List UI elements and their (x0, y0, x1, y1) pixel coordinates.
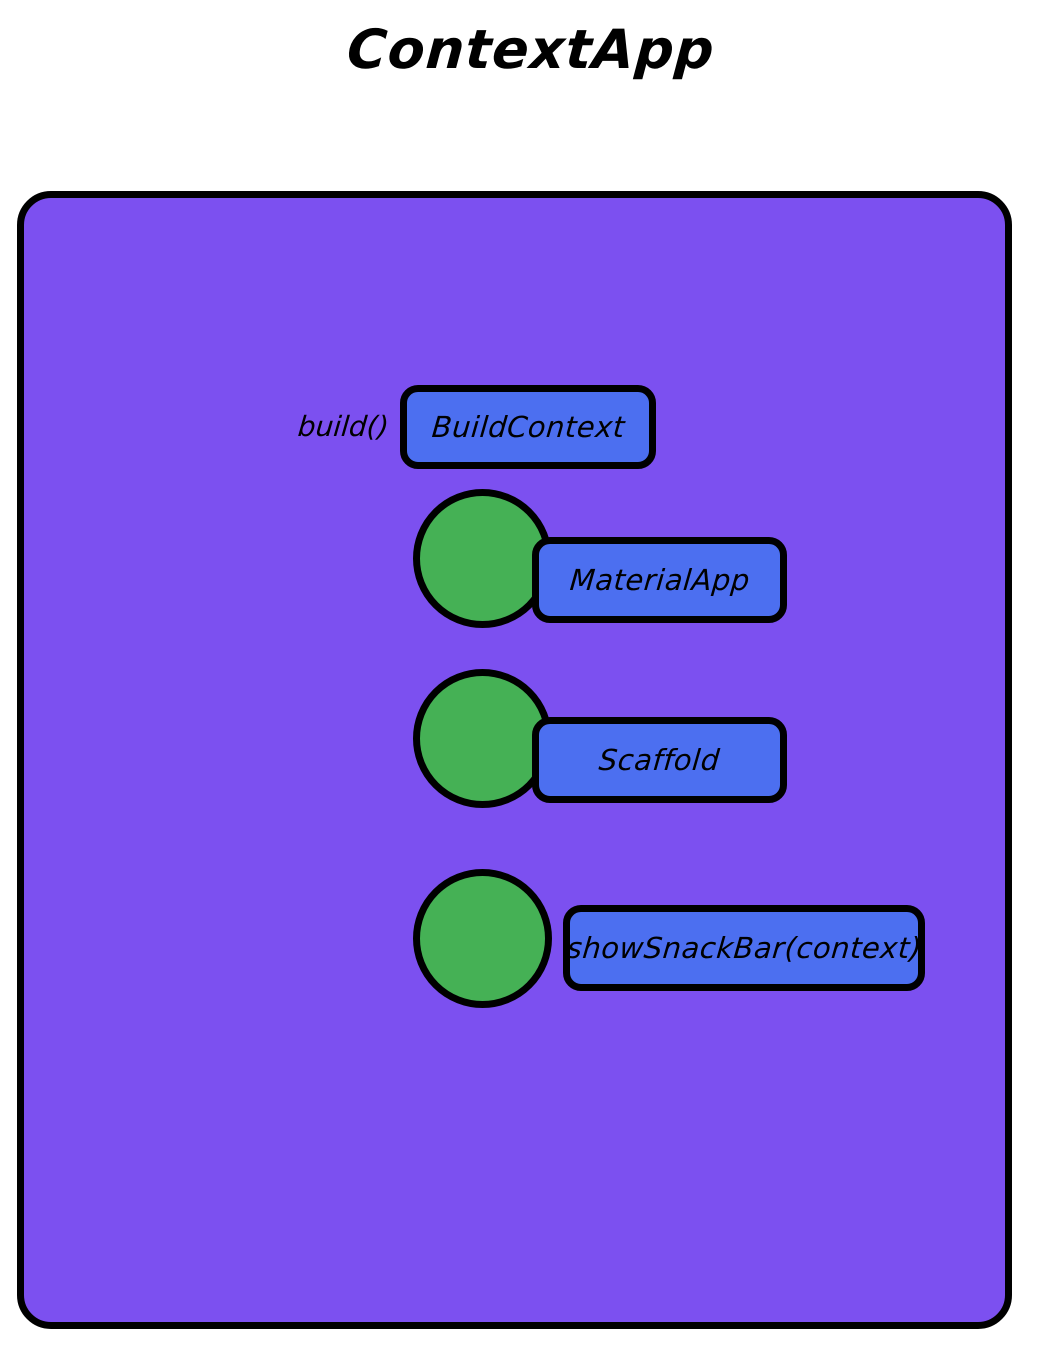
build-call-label: build() (296, 410, 391, 443)
node-materialapp[interactable]: MaterialApp (532, 537, 787, 623)
node-scaffold-circle[interactable] (413, 669, 552, 808)
node-snackbar[interactable]: showSnackBar(context) (563, 905, 925, 991)
node-snackbar-circle[interactable] (413, 869, 552, 1008)
page-title: ContextApp (345, 18, 717, 81)
node-materialapp-label: MaterialApp (568, 563, 751, 597)
context-app-container: build() BuildContext MaterialApp Scaffol… (17, 191, 1012, 1329)
node-scaffold-label: Scaffold (597, 743, 722, 777)
node-snackbar-label: showSnackBar(context) (565, 931, 923, 965)
node-scaffold[interactable]: Scaffold (532, 717, 787, 803)
node-buildcontext[interactable]: BuildContext (400, 385, 656, 469)
node-buildcontext-label: BuildContext (430, 410, 626, 444)
node-materialapp-circle[interactable] (413, 489, 552, 628)
